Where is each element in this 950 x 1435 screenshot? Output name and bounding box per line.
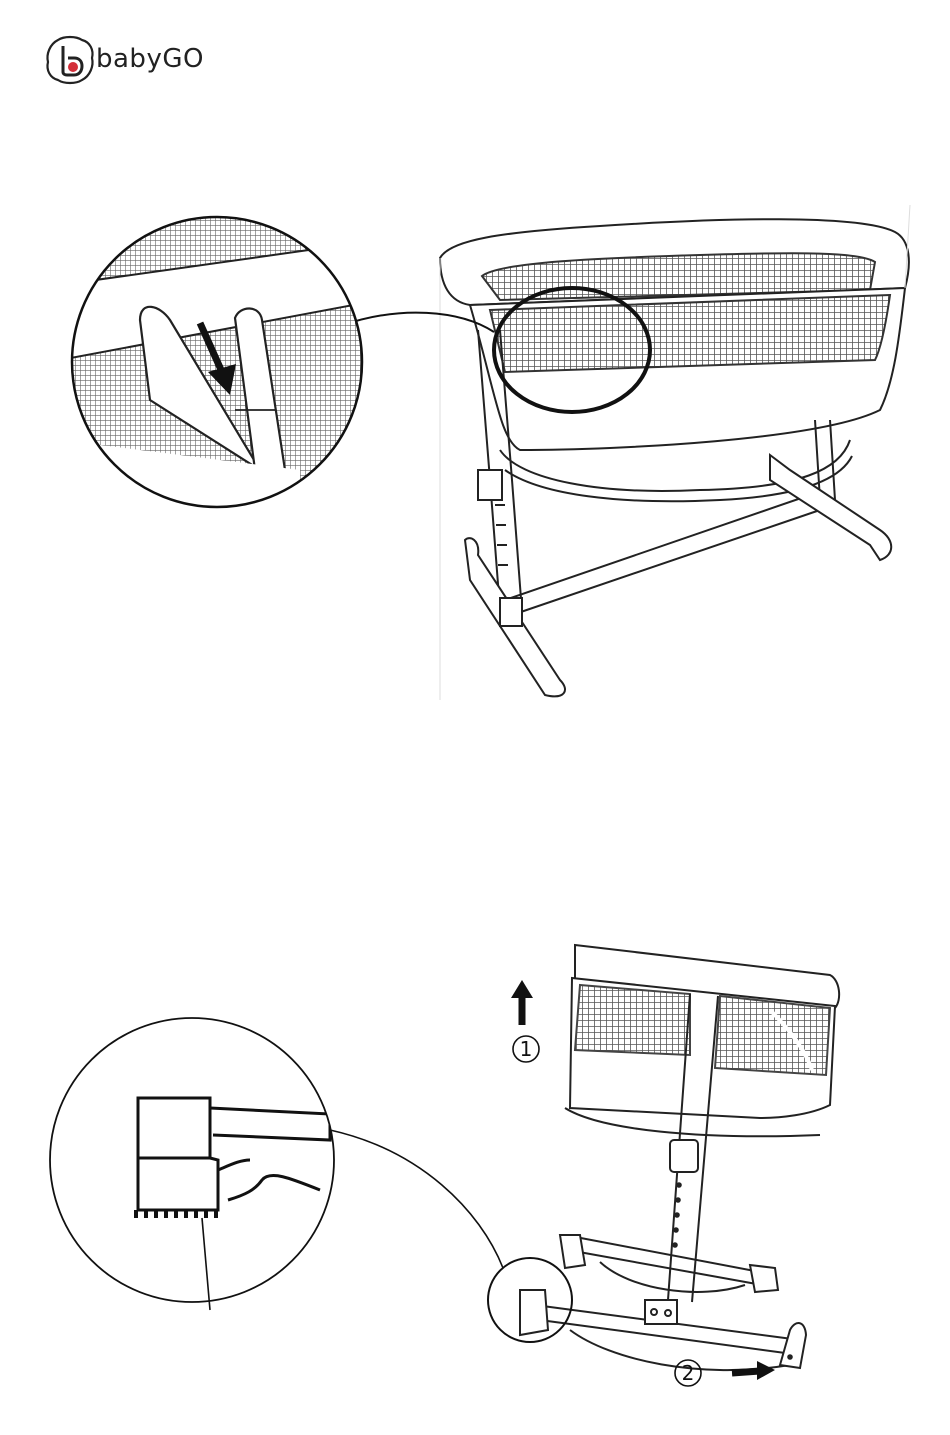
- step-2-number: 2: [682, 1361, 695, 1385]
- bassinet-illustration: [440, 205, 910, 700]
- step-1-marker: 1: [511, 980, 539, 1062]
- step-2-marker: 2: [675, 1360, 775, 1386]
- bassinet-leg-illustration: [520, 945, 839, 1370]
- callout-line-bottom: [330, 1130, 503, 1268]
- leg-cap-detail-icon: [50, 1018, 334, 1310]
- bassinet-mesh-zip-icon: [60, 200, 380, 520]
- callout-line-top: [340, 313, 494, 332]
- step-1-number: 1: [520, 1037, 533, 1061]
